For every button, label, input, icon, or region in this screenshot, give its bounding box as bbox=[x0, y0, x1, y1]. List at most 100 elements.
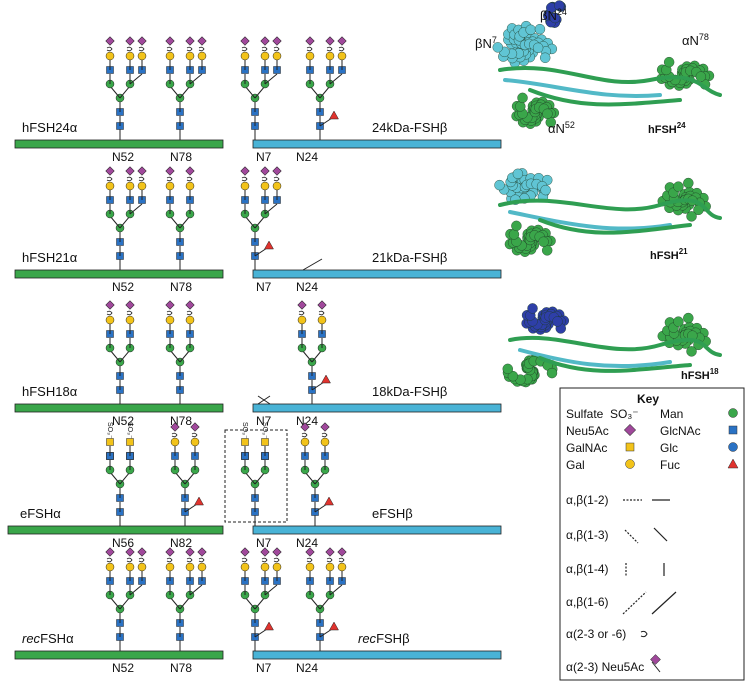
neu5ac-icon bbox=[125, 36, 135, 46]
neu5ac-icon bbox=[185, 547, 195, 557]
glycan-linkage bbox=[311, 381, 325, 391]
gal-icon bbox=[272, 181, 282, 191]
l23-neu5ac-icon bbox=[650, 654, 661, 665]
neu5ac-icon bbox=[105, 300, 115, 310]
galnac-icon bbox=[625, 442, 635, 452]
alpha-bar bbox=[14, 403, 224, 413]
beta-bar bbox=[252, 403, 502, 413]
site-label: N7 bbox=[256, 536, 272, 550]
site-label: N78 bbox=[170, 661, 192, 675]
neu5ac-icon bbox=[125, 547, 135, 557]
structure-title-24: hFSH24 bbox=[648, 121, 686, 136]
gal-icon bbox=[272, 51, 282, 61]
gal-icon bbox=[197, 51, 207, 61]
neu5ac-icon bbox=[240, 36, 250, 46]
glycan-linkage bbox=[109, 471, 121, 485]
protein-ribbon bbox=[498, 198, 722, 220]
linkage-icon bbox=[338, 557, 345, 563]
linkage-icon bbox=[241, 46, 248, 52]
glycan-spheres bbox=[549, 12, 561, 24]
sulfate-label: SO₃⁻ bbox=[241, 422, 248, 439]
gal-icon bbox=[125, 181, 135, 191]
linkage-icon bbox=[273, 557, 280, 563]
gal-icon bbox=[125, 51, 135, 61]
label-an78: αN78 bbox=[682, 32, 709, 48]
row-hfsh24: hFSH24α 24kDa-FSHβ N52 N78 N7 N24 bbox=[14, 120, 502, 164]
glycan-trees: SO₃⁻SO₃⁻SO₃⁻SO₃⁻ bbox=[105, 36, 347, 651]
glycan-linkage bbox=[309, 85, 321, 99]
fuc-icon bbox=[324, 496, 334, 506]
neu5ac-icon bbox=[165, 36, 175, 46]
l13-solid bbox=[653, 527, 668, 542]
neu5ac-icon bbox=[240, 547, 250, 557]
gal-icon bbox=[105, 51, 115, 61]
neu5ac-icon bbox=[105, 166, 115, 176]
neu5ac-icon bbox=[105, 36, 115, 46]
linkage-icon bbox=[126, 176, 133, 182]
gal-icon bbox=[105, 315, 115, 325]
glycan-linkage bbox=[319, 596, 331, 610]
glycan-spheres bbox=[542, 108, 553, 119]
glycan-spheres bbox=[695, 71, 707, 82]
alpha-label: recFSHα bbox=[22, 631, 74, 646]
gal-icon bbox=[240, 181, 250, 191]
gal-icon bbox=[240, 562, 250, 572]
l13-dashed bbox=[624, 529, 639, 544]
glycan-linkage bbox=[119, 596, 131, 610]
glycan-linkage bbox=[179, 596, 191, 610]
neu5ac-icon bbox=[125, 300, 135, 310]
neu5ac-icon bbox=[185, 36, 195, 46]
glycan-spheres bbox=[512, 168, 524, 180]
glycan-linkage bbox=[264, 203, 278, 215]
glycan-spheres bbox=[540, 184, 551, 196]
site-label: N52 bbox=[112, 414, 134, 428]
glycan-linkage bbox=[254, 247, 268, 257]
linkage-icon bbox=[171, 432, 178, 438]
neu5ac-icon bbox=[170, 422, 180, 432]
neu5ac-icon bbox=[185, 300, 195, 310]
key-sulfate: Sulfate bbox=[566, 407, 604, 421]
glycan-linkage bbox=[184, 471, 196, 485]
glycan-spheres bbox=[508, 229, 520, 240]
glycan-linkage bbox=[309, 596, 321, 610]
neu5ac-icon bbox=[317, 300, 327, 310]
neu5ac-icon bbox=[260, 166, 270, 176]
glycan-linkage bbox=[179, 215, 191, 229]
linkage-icon bbox=[261, 176, 268, 182]
gal-icon bbox=[337, 51, 347, 61]
gal-icon bbox=[165, 181, 175, 191]
glycan-linkage bbox=[254, 628, 268, 638]
alpha-label: hFSH21α bbox=[22, 250, 78, 265]
glycan-linkage bbox=[301, 349, 313, 363]
gal-icon bbox=[260, 562, 270, 572]
sulfate-label: SO₃⁻ bbox=[126, 422, 133, 439]
glycan-linkage bbox=[302, 258, 323, 271]
alpha-label: hFSH24α bbox=[22, 120, 78, 135]
glycan-spheres bbox=[673, 316, 684, 327]
site-label: N52 bbox=[112, 280, 134, 294]
gal-icon bbox=[165, 562, 175, 572]
gal-icon bbox=[185, 181, 195, 191]
glycan-linkage bbox=[109, 596, 121, 610]
glycan-linkage bbox=[264, 584, 278, 596]
glycan-spheres bbox=[546, 367, 558, 379]
gal-icon bbox=[165, 51, 175, 61]
key-neu5ac: Neu5Ac bbox=[566, 424, 609, 438]
glycan-spheres bbox=[527, 303, 538, 314]
man-icon bbox=[728, 408, 738, 418]
gal-icon bbox=[105, 562, 115, 572]
gal-icon bbox=[125, 315, 135, 325]
glycan-linkage bbox=[184, 503, 198, 513]
beta-label: 24kDa-FSHβ bbox=[372, 120, 447, 135]
site-label: N24 bbox=[296, 536, 318, 550]
linkage-icon bbox=[198, 557, 205, 563]
key-gal: Gal bbox=[566, 458, 585, 472]
linkage-icon bbox=[241, 176, 248, 182]
neu5ac-icon bbox=[197, 547, 207, 557]
neu5ac-icon bbox=[260, 36, 270, 46]
beta-bar bbox=[252, 139, 502, 149]
linkage-icon bbox=[241, 557, 248, 563]
linkage-icon bbox=[198, 46, 205, 52]
site-label: N78 bbox=[170, 280, 192, 294]
